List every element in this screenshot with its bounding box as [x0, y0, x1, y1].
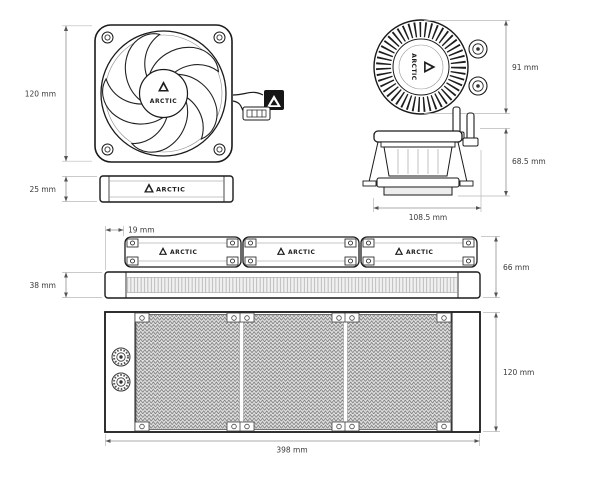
dim-offset: 19 mm [105, 226, 155, 270]
dim-pump-height-label: 68.5 mm [512, 157, 546, 166]
fan-hub [138, 68, 189, 119]
dim-core-thickness: 38 mm [29, 272, 102, 298]
pump-side-view [362, 106, 479, 196]
dim-fan-thickness-label: 25 mm [29, 185, 56, 194]
rad-fan-3: ARCTIC [360, 236, 478, 268]
radiator-face-view [104, 311, 481, 433]
radiator-core-profile [104, 271, 481, 299]
rad-fan-2-logo: ARCTIC [288, 249, 315, 256]
fan-cable [232, 91, 264, 96]
dim-rad-length: 398 mm [105, 434, 480, 455]
radiator-fittings [111, 347, 131, 392]
dim-rad-length-label: 398 mm [276, 446, 307, 455]
dim-pump-width-label: 108.5 mm [409, 213, 447, 222]
dim-rad-height-label: 120 mm [503, 368, 534, 377]
pwm-connector [242, 106, 271, 121]
pump-fins [376, 22, 466, 112]
dim-pump-height: 68.5 mm [458, 128, 546, 197]
rad-fan-1-logo: ARCTIC [170, 249, 197, 256]
dim-total-height: 66 mm [481, 236, 530, 298]
fan-front-view: ARCTIC [91, 24, 284, 164]
dim-fan-thickness: 25 mm [29, 176, 97, 202]
fan-side-logo: ARCTIC [156, 186, 185, 194]
rad-fan-1: ARCTIC [124, 236, 242, 268]
dim-pump-width: 108.5 mm [373, 150, 482, 222]
radiator-mount-pads [134, 312, 452, 432]
rad-fan-2: ARCTIC [242, 236, 360, 268]
dim-rad-height: 120 mm [483, 312, 534, 432]
dim-fan-height-label: 120 mm [25, 90, 56, 99]
pump-fittings-top [468, 39, 488, 96]
dim-total-height-label: 66 mm [503, 263, 530, 272]
dim-core-thickness-label: 38 mm [29, 281, 56, 290]
radiator-fin-area [135, 314, 452, 430]
dim-fan-height: 120 mm [25, 25, 92, 162]
dim-pump-diameter-label: 91 mm [512, 63, 539, 72]
fan-hub-logo: ARCTIC [150, 98, 177, 105]
rad-fan-3-logo: ARCTIC [406, 249, 433, 256]
pump-top-view: ARCTIC [373, 19, 488, 115]
connector-badge-icon [264, 90, 284, 110]
dim-offset-label: 19 mm [128, 226, 155, 235]
radiator-fans-row: ARCTIC ARCTIC [124, 236, 478, 268]
fan-side-view: ARCTIC [99, 175, 234, 203]
fan-corner-screws [101, 31, 226, 156]
pump-logo: ARCTIC [410, 53, 417, 80]
